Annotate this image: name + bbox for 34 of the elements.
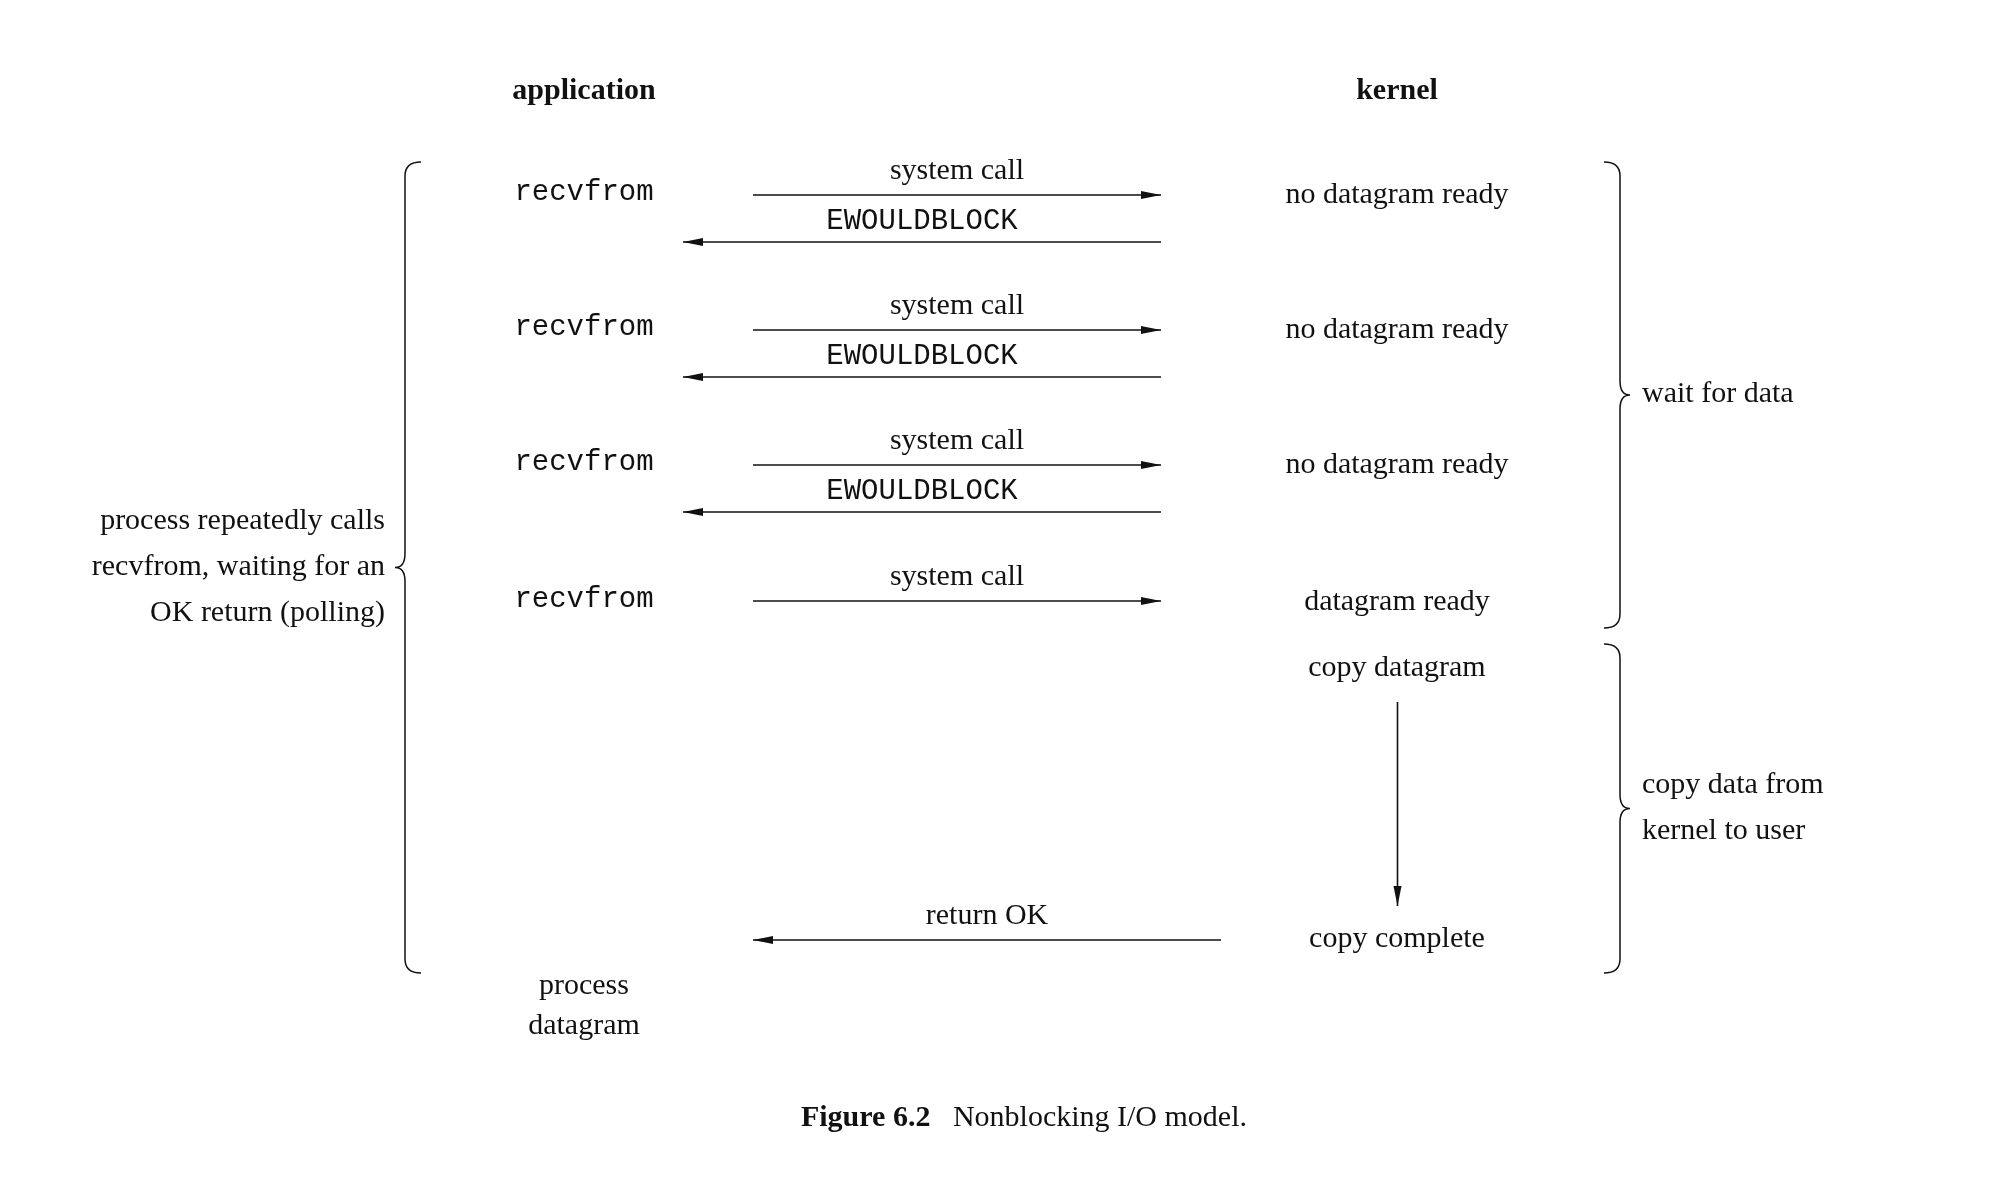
arrow xyxy=(1393,701,1402,907)
step-text: no datagram ready xyxy=(1161,165,1600,275)
edge-label: system call xyxy=(889,558,1025,592)
arrow xyxy=(682,508,1162,516)
arrow xyxy=(752,597,1162,605)
step-text: process datagram xyxy=(415,930,753,1050)
edge-label: EWOULDBLOCK xyxy=(826,339,1018,373)
edge-label: system call xyxy=(889,152,1025,186)
arrow xyxy=(752,461,1162,469)
function-name: recvfrom xyxy=(415,435,753,545)
column-heading: kernel xyxy=(1356,71,1438,107)
arrow xyxy=(752,936,1222,944)
step-text: no datagram ready xyxy=(1161,435,1600,545)
annotation-text: copy data from kernel to user xyxy=(1642,765,1825,847)
column-heading: application xyxy=(512,71,656,107)
function-name: recvfrom xyxy=(415,165,753,275)
edge-label: EWOULDBLOCK xyxy=(826,474,1018,508)
step-text: no datagram ready xyxy=(1161,300,1600,410)
step-text: datagram ready xyxy=(1161,575,1600,625)
edge-label: system call xyxy=(889,422,1025,456)
arrow xyxy=(682,373,1162,381)
edge-label: system call xyxy=(889,287,1025,321)
edge-label: EWOULDBLOCK xyxy=(826,204,1018,238)
arrow xyxy=(752,191,1162,199)
figure-caption: Figure 6.2 Nonblocking I/O model. xyxy=(800,1099,1248,1133)
arrow xyxy=(752,326,1162,334)
step-text: copy complete xyxy=(1161,906,1600,965)
arrow xyxy=(682,238,1162,246)
edge-label: return OK xyxy=(925,897,1049,931)
function-name: recvfrom xyxy=(415,575,753,625)
function-name: recvfrom xyxy=(415,300,753,410)
step-text: copy datagram xyxy=(1290,642,1505,702)
annotation-text: wait for data xyxy=(1642,374,1794,410)
annotation-text: process repeatedly calls recvfrom, waiting for an OK return (polling) xyxy=(90,501,385,629)
